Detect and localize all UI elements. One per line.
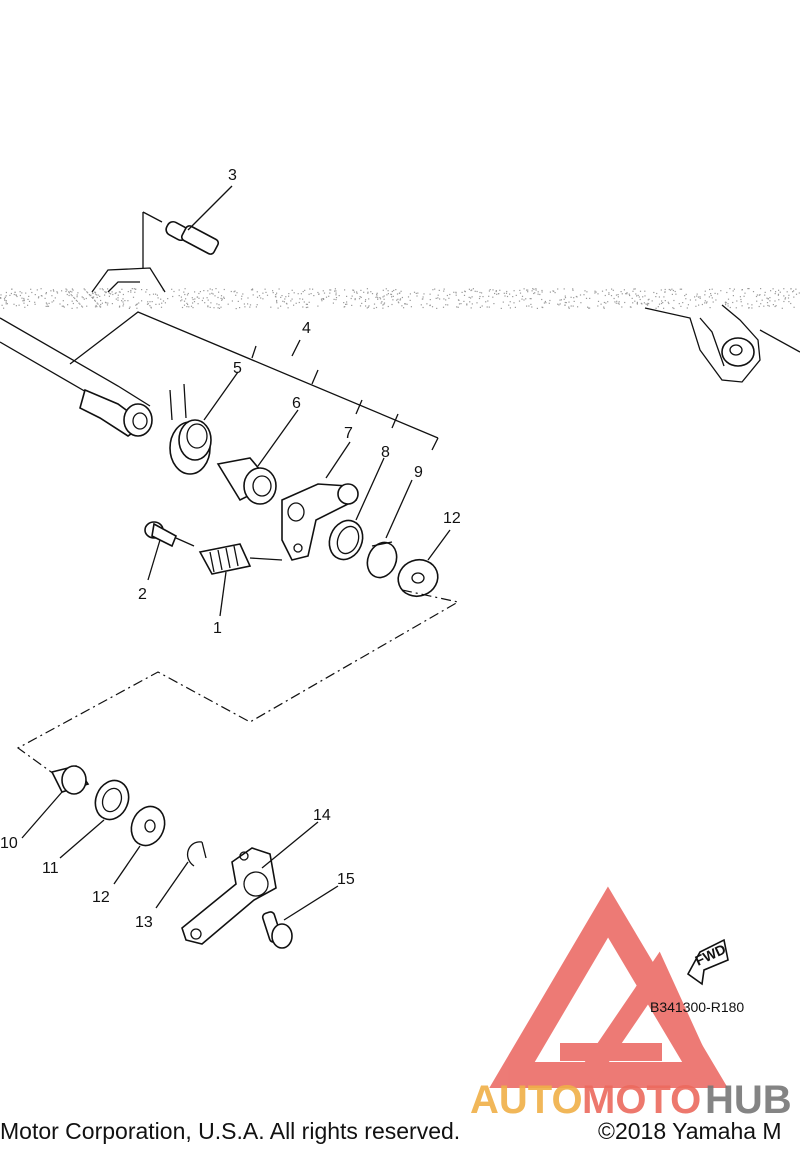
callout-7: 7 <box>344 425 353 442</box>
part-3-bolt <box>142 185 233 268</box>
part-7-lever <box>281 441 359 561</box>
callout-15: 15 <box>337 871 355 888</box>
watermark-text: AUTO MOTO HUB <box>470 1078 792 1122</box>
watermark-auto: AUTO <box>470 1078 583 1122</box>
part-13-clip <box>155 841 207 909</box>
callout-3: 3 <box>228 167 237 184</box>
copyright-left: Motor Corporation, U.S.A. All rights res… <box>0 1118 461 1144</box>
callout-5: 5 <box>233 360 242 377</box>
part-8-ring <box>328 457 385 561</box>
shift-shaft <box>0 267 166 437</box>
right-bracket <box>644 304 800 383</box>
callout-2: 2 <box>138 586 147 603</box>
part-11-seal <box>59 779 130 859</box>
copyright-right: ©2018 Yamaha M <box>598 1118 782 1144</box>
part-2-pin <box>144 521 195 581</box>
watermark-logo <box>489 886 728 1088</box>
part-12-washer-lower <box>113 805 166 885</box>
callout-12-upper: 12 <box>443 510 461 527</box>
part-5-spring <box>169 371 239 475</box>
watermark-hub: HUB <box>705 1078 792 1122</box>
callout-8: 8 <box>381 444 390 461</box>
callout-11: 11 <box>42 860 59 877</box>
part-10-bearing <box>21 765 90 839</box>
callout-4: 4 <box>302 320 311 337</box>
leader-4-group <box>69 311 439 451</box>
speckle-band <box>0 288 800 310</box>
callout-1: 1 <box>213 620 222 637</box>
part-6-collar <box>216 409 299 505</box>
callout-12-lower: 12 <box>92 889 110 906</box>
diagram-code: B341300-R180 <box>650 999 744 1015</box>
watermark-moto: MOTO <box>582 1078 701 1122</box>
part-12-washer-upper <box>397 529 451 598</box>
part-1-spring <box>198 543 283 617</box>
fwd-arrow-icon: FWD <box>686 938 729 986</box>
callout-6: 6 <box>292 395 301 412</box>
part-15-bolt <box>261 885 339 949</box>
callout-10: 10 <box>0 835 18 852</box>
callout-labels: 1 2 3 4 5 6 7 8 9 10 11 12 12 13 14 15 <box>0 167 461 931</box>
part-9-circlip <box>366 479 413 579</box>
callout-14: 14 <box>313 807 331 824</box>
callout-9: 9 <box>414 464 423 481</box>
part-14-lever <box>181 821 319 945</box>
callout-13: 13 <box>135 914 153 931</box>
connection-line-lower <box>16 589 460 775</box>
